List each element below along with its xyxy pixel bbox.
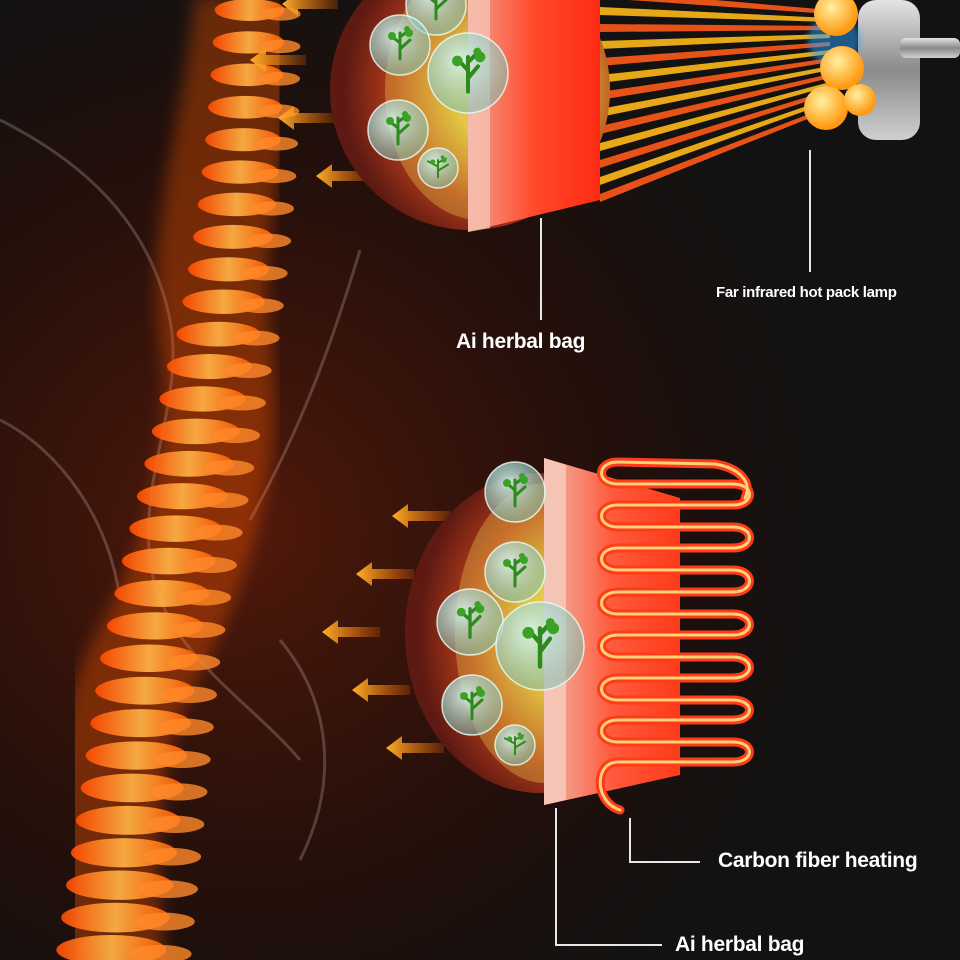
vertebra-process xyxy=(255,136,299,151)
vertebra-process xyxy=(129,945,192,960)
herb-leaf-icon xyxy=(369,14,431,76)
label-carbon-fiber-heating: Carbon fiber heating xyxy=(718,849,918,872)
vertebra-process xyxy=(210,427,261,444)
heat-arrows-top xyxy=(250,0,372,188)
infrared-rays xyxy=(600,0,830,202)
herb-leaf-icon xyxy=(436,588,504,656)
arrow-left-icon xyxy=(322,620,380,644)
herb-leaf-icon xyxy=(441,674,503,736)
infrared-ray xyxy=(600,42,830,66)
herb-leaf-icon xyxy=(484,541,546,603)
leader-line-herbal-bag-bottom xyxy=(555,808,662,946)
label-far-infrared-lamp: Far infrared hot pack lamp xyxy=(716,284,897,301)
vertebra-process xyxy=(137,880,198,899)
herb-leaf-icon xyxy=(417,147,459,189)
vertebra-process xyxy=(259,72,301,86)
vertebra-process xyxy=(184,557,237,574)
arrow-left-icon xyxy=(386,736,444,760)
infrared-ray xyxy=(600,90,830,168)
herb-leaf-icon xyxy=(367,99,429,161)
vertebra-process xyxy=(217,395,266,411)
herb-leaf-icon xyxy=(495,601,585,691)
infrared-ray xyxy=(600,74,830,134)
infrared-lamp-icon xyxy=(804,0,960,140)
infrared-ray xyxy=(600,7,830,22)
vertebra-process xyxy=(133,912,195,931)
vertebra-process xyxy=(260,39,301,54)
leader-line-carbon-fiber xyxy=(629,818,700,863)
label-herbal-bag-bottom: Ai herbal bag xyxy=(675,933,805,956)
infrared-ray xyxy=(600,34,830,49)
vertebra-process xyxy=(246,233,292,249)
vertebra-process xyxy=(157,718,214,736)
vertebra-process xyxy=(223,363,272,379)
vertebra-process xyxy=(141,848,202,866)
vertebra-process xyxy=(153,751,211,769)
arrow-left-icon xyxy=(250,48,306,72)
vertebra-process xyxy=(191,524,243,541)
vertebra-process xyxy=(145,815,205,834)
vertebra-process xyxy=(253,169,297,184)
vertebra-process xyxy=(242,266,288,281)
vertebra-process xyxy=(197,492,249,509)
herb-bubbles-top xyxy=(367,0,509,189)
infrared-ray xyxy=(600,106,830,202)
arrow-left-icon xyxy=(352,678,410,702)
leader-lines xyxy=(540,150,811,946)
herb-bubbles-bottom xyxy=(436,461,585,766)
herb-leaf-icon xyxy=(484,461,546,523)
infrared-ray xyxy=(600,66,830,117)
infrared-ray xyxy=(600,82,830,151)
vertebra-process xyxy=(161,686,217,704)
herb-leaf-icon xyxy=(494,724,536,766)
herb-leaf-icon xyxy=(427,32,509,114)
vertebra-process xyxy=(171,621,226,639)
label-herbal-bag-top: Ai herbal bag xyxy=(456,330,586,353)
arrow-left-icon xyxy=(316,164,372,188)
heat-arrows-bottom xyxy=(322,504,450,760)
infrared-ray xyxy=(628,0,830,14)
vertebra-process xyxy=(250,201,295,216)
carbon-heating-coil-core xyxy=(598,460,751,812)
vertebra-process xyxy=(165,654,221,671)
vertebra-process xyxy=(232,330,280,346)
arrow-left-icon xyxy=(282,0,338,16)
arrow-left-icon xyxy=(392,504,450,528)
arrow-left-icon xyxy=(356,562,414,586)
spine-illustration xyxy=(49,0,305,960)
infrared-ray xyxy=(600,24,830,32)
infrared-ray xyxy=(600,50,830,83)
vertebra-process xyxy=(149,783,208,801)
arrow-left-icon xyxy=(278,106,334,130)
infrared-ray xyxy=(600,98,830,185)
vertebra-process xyxy=(177,589,232,606)
infrared-ray xyxy=(600,58,830,100)
vertebra-process xyxy=(204,460,255,476)
vertebra-process xyxy=(237,298,284,314)
